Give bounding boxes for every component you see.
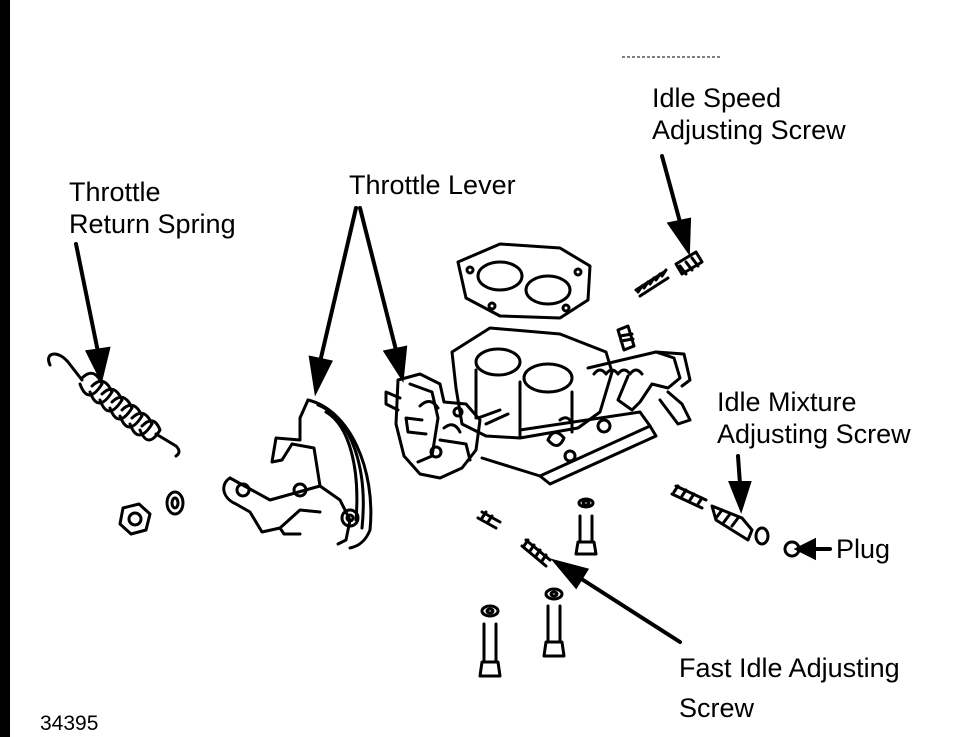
throttle-return-spring — [47, 352, 181, 458]
arrow-throttle-lever-right — [358, 206, 408, 383]
fast-idle-screw-parts — [476, 510, 552, 568]
label-idle-speed-screw: Idle Speed Adjusting Screw — [652, 83, 846, 145]
throttle-body — [384, 324, 692, 486]
arrow-idle-speed-screw — [660, 154, 692, 257]
label-throttle-lever: Throttle Lever — [349, 170, 516, 200]
idle-speed-screw-parts — [634, 250, 704, 298]
figure-number: 34395 — [40, 712, 99, 735]
label-plug: Plug — [836, 534, 891, 564]
arrow-fast-idle-screw — [550, 558, 682, 644]
left-border-rule — [0, 0, 10, 737]
arrow-throttle-lever-left — [308, 206, 358, 397]
nut-and-washer — [118, 490, 185, 536]
mounting-bolts — [478, 497, 598, 678]
label-throttle-return-spring: Throttle Return Spring — [69, 177, 236, 239]
label-idle-mixture-screw: Idle Mixture Adjusting Screw — [717, 387, 911, 449]
label-fast-idle-screw: Fast Idle Adjusting Screw — [679, 653, 900, 723]
arrow-throttle-return-spring — [74, 242, 111, 384]
throttle-lever-assembly — [222, 398, 373, 550]
idle-mixture-screw-parts — [670, 484, 770, 546]
arrow-idle-mixture-screw — [728, 454, 752, 514]
gasket — [456, 242, 592, 320]
arrow-plug — [793, 537, 832, 561]
